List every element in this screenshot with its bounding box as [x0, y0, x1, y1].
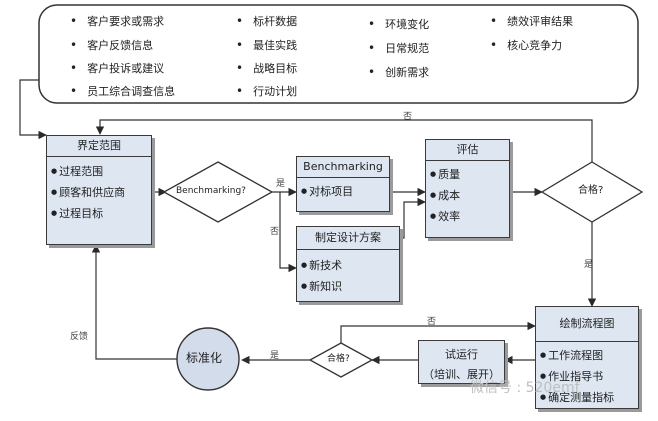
evaluate-box: 评估 质量 成本 效率	[425, 139, 510, 238]
trial-box: 试运行 （培训、展开）	[418, 340, 505, 384]
design-to-evaluate-arrow	[400, 197, 426, 239]
input-item: 员工综合调查信息	[70, 85, 175, 97]
benchmarking-yes-label: 是	[276, 179, 286, 189]
flowchart-item: 作业指导书	[540, 366, 636, 387]
input-item: 核心竞争力	[490, 39, 562, 51]
evaluate-item: 效率	[430, 206, 507, 227]
pass1-no-label: 否	[403, 112, 413, 122]
pass1-no-arrow	[95, 119, 593, 162]
input-item: 环境变化	[368, 18, 429, 30]
input-item: 日常规范	[368, 42, 429, 54]
standardize-label: 标准化	[186, 351, 223, 365]
inputs-to-scope-arrow	[19, 79, 47, 140]
pass2-decision-diamond	[308, 342, 374, 378]
pass1-yes-label: 是	[584, 260, 594, 270]
input-item: 客户反馈信息	[70, 39, 153, 51]
evaluate-item: 质量	[430, 164, 507, 185]
scope-title: 界定范围	[47, 136, 151, 157]
flowchart-box: 绘制流程图 工作流程图 作业指导书 确定测量指标	[535, 306, 639, 409]
pass2-yes-label: 是	[270, 351, 280, 361]
design-title: 制定设计方案	[297, 227, 399, 250]
flowchart-item: 确定测量指标	[540, 387, 636, 408]
scope-item: 过程范围	[51, 161, 149, 182]
benchmarking-no-label: 否	[270, 227, 280, 237]
scope-box: 界定范围 过程范围 顾客和供应商 过程目标	[46, 135, 152, 245]
input-item: 客户投诉或建议	[70, 62, 164, 74]
feedback-label: 反馈	[70, 332, 89, 342]
scope-item: 顾客和供应商	[51, 182, 149, 203]
input-item: 标杆数据	[236, 15, 297, 27]
input-item: 战略目标	[236, 62, 297, 74]
inputs-panel-border	[38, 4, 639, 104]
trial-title: 试运行	[445, 348, 478, 361]
design-item: 新知识	[301, 276, 397, 297]
pass2-no-label: 否	[427, 317, 437, 327]
pass1-decision-label: 合格?	[578, 185, 604, 196]
benchmarking-decision-label: Benchmarking?	[176, 186, 246, 196]
flowchart-item: 工作流程图	[540, 345, 636, 366]
input-item: 创新需求	[368, 66, 429, 78]
feedback-arrow	[91, 244, 177, 360]
design-item: 新技术	[301, 255, 397, 276]
benchmarking-item: 对标项目	[301, 181, 387, 202]
input-item: 客户要求或需求	[70, 15, 164, 27]
evaluate-title: 评估	[426, 140, 509, 161]
flowchart-title: 绘制流程图	[536, 307, 638, 342]
decision-no-arrow	[279, 192, 297, 273]
input-item: 行动计划	[236, 85, 297, 97]
benchmarking-box: Benchmarking 对标项目	[296, 156, 390, 212]
trial-subtitle: （培训、展开）	[423, 368, 500, 381]
input-item: 最佳实践	[236, 39, 297, 51]
pass2-no-arrow	[340, 321, 536, 343]
benchmarking-title: Benchmarking	[297, 157, 389, 178]
pass2-decision-label: 合格?	[327, 354, 350, 364]
input-item: 绩效评审结果	[490, 15, 573, 27]
scope-item: 过程目标	[51, 203, 149, 224]
benchmarking-decision-diamond	[162, 161, 274, 223]
wechat-watermark: 微信号 : 520emf	[470, 380, 580, 396]
design-box: 制定设计方案 新技术 新知识	[296, 226, 400, 302]
evaluate-item: 成本	[430, 185, 507, 206]
